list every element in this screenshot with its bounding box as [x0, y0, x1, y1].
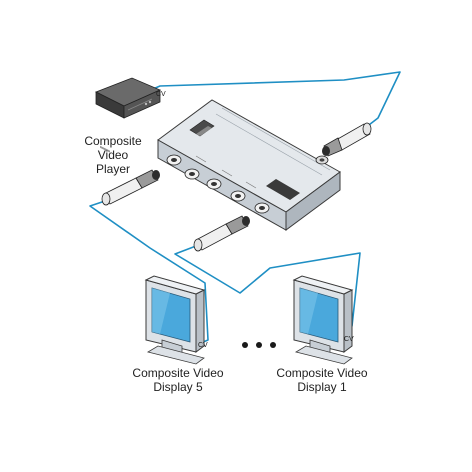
player-caption: Composite Video Player	[82, 134, 144, 176]
bnc-connector-icon	[166, 154, 182, 166]
display-5-caption: Composite Video Display 5	[128, 366, 228, 394]
display-1-cable-label: CV	[344, 336, 354, 343]
monitor-icon	[144, 275, 206, 365]
bnc-connector-icon	[315, 155, 329, 165]
ellipsis-dot	[270, 342, 276, 348]
ellipsis-dots-icon	[242, 340, 282, 350]
display-5-cable-label: CV	[198, 342, 208, 349]
bnc-connector-icon	[230, 190, 246, 202]
ellipsis-dot	[256, 342, 262, 348]
player-cable-label: CV	[156, 91, 166, 98]
player-caption-line3: Player	[95, 162, 130, 176]
display-5-caption-line1: Composite Video	[132, 366, 224, 380]
bnc-connector-icon	[254, 202, 270, 214]
bnc-connector-icon	[184, 168, 200, 180]
distribution-amplifier-icon	[157, 99, 341, 231]
display-1-caption-line1: Composite Video	[276, 366, 368, 380]
player-caption-line1: Composite	[84, 134, 142, 148]
vcr-player-icon	[95, 77, 161, 153]
bnc-connector-icon	[206, 178, 222, 190]
cable-output-to-display-5	[89, 199, 209, 347]
monitor-icon	[292, 275, 354, 365]
player-caption-line2: Video	[97, 148, 129, 162]
display-1-caption-line2: Display 1	[297, 380, 347, 394]
bnc-connector-icon	[101, 169, 160, 206]
ellipsis-dot	[242, 342, 248, 348]
bnc-connector-icon	[193, 215, 250, 252]
display-1-caption: Composite Video Display 1	[272, 366, 372, 394]
display-5-caption-line2: Display 5	[153, 380, 203, 394]
bnc-connector-icon	[322, 122, 372, 157]
